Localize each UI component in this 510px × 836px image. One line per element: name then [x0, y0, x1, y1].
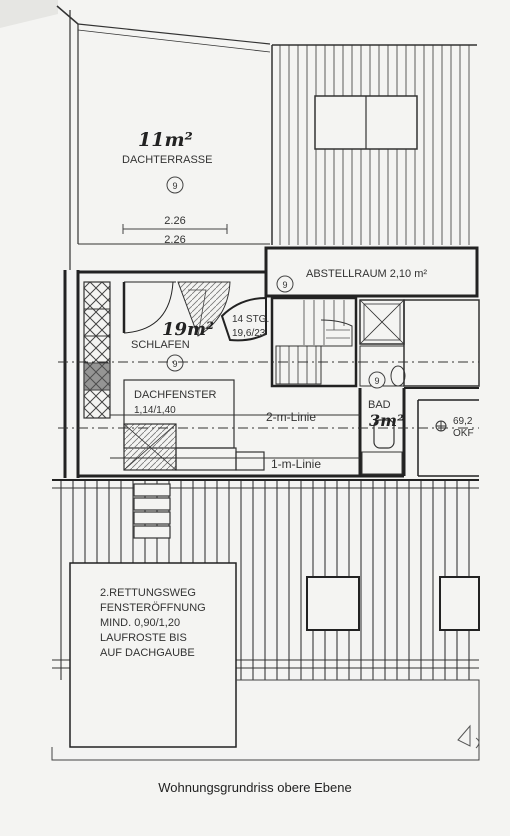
bath-fixtures [359, 299, 480, 475]
terrace-area: 11m² [138, 129, 193, 151]
bed [123, 423, 265, 471]
terrace-dim-top: 2.26 [164, 215, 185, 227]
edge-stamp [457, 724, 480, 749]
upper-roof [271, 44, 477, 245]
terrace-labels: 11m² DACHTERRASSE 9 2.26 2.26 [122, 129, 228, 246]
bedroom-walls [63, 270, 406, 478]
level-code: OKF [453, 428, 474, 439]
level-value: 69,2 [453, 416, 473, 427]
door-swing-right [177, 281, 231, 337]
line-1m-label: 1-m-Linie [271, 457, 321, 471]
escape-route-box: 2.RETTUNGSWEG FENSTERÖFFNUNG MIND. 0,90/… [51, 562, 480, 761]
skylight-name: DACHFENSTER [134, 389, 217, 401]
paper-shadow [0, 0, 58, 28]
right-walls [404, 387, 479, 477]
storage-number: 9 [282, 280, 287, 290]
roof-window-lower [306, 576, 360, 631]
line-2m-label: 2-m-Linie [266, 410, 316, 424]
bath-name: BAD [368, 399, 391, 411]
bath-labels: 9 BAD 3m² [368, 371, 404, 430]
escape-line-2: FENSTERÖFFNUNG [100, 602, 206, 614]
staircase: 14 STG. 19,6/23 [220, 296, 358, 388]
storage-name: ABSTELLRAUM 2,10 m² [306, 268, 427, 280]
bedroom-area: 19m² [162, 319, 214, 340]
bedroom-name: SCHLAFEN [131, 339, 190, 351]
plan-caption: Wohnungsgrundriss obere Ebene [158, 780, 352, 795]
bedroom-number: 9 [172, 359, 177, 369]
height-lines [58, 361, 479, 459]
escape-line-5: AUF DACHGAUBE [100, 647, 195, 659]
terrace-outline [56, 5, 271, 270]
escape-line-3: MIND. 0,90/1,20 [100, 617, 180, 629]
bath-number-circle [368, 371, 386, 389]
terrace-number: 9 [172, 181, 177, 191]
roof-window-edge [439, 576, 480, 631]
escape-line-1: 2.RETTUNGSWEG [100, 587, 196, 599]
skylight-size: 1,14/1,40 [134, 405, 176, 416]
stairs-steps: 14 STG. [232, 314, 269, 325]
escape-line-4: LAUFROSTE BIS [100, 632, 187, 644]
bath-area: 3m² [369, 411, 404, 430]
terrace-number-circle [166, 176, 184, 194]
toilet [373, 419, 395, 449]
left-shaft [83, 281, 111, 419]
stairs-ratio: 19,6/23 [232, 328, 266, 339]
bath-number: 9 [374, 376, 379, 386]
bedroom-labels: 19m² SCHLAFEN 9 [131, 319, 214, 372]
door-swing-left [122, 281, 176, 334]
roof-ladder [133, 483, 171, 539]
storage-number-circle [276, 275, 294, 293]
level-marker: 69,2 OKF [435, 416, 474, 439]
terrace-dim-bottom: 2.26 [164, 234, 185, 246]
terrace-name: DACHTERRASSE [122, 154, 212, 166]
bedroom-number-circle [166, 354, 184, 372]
